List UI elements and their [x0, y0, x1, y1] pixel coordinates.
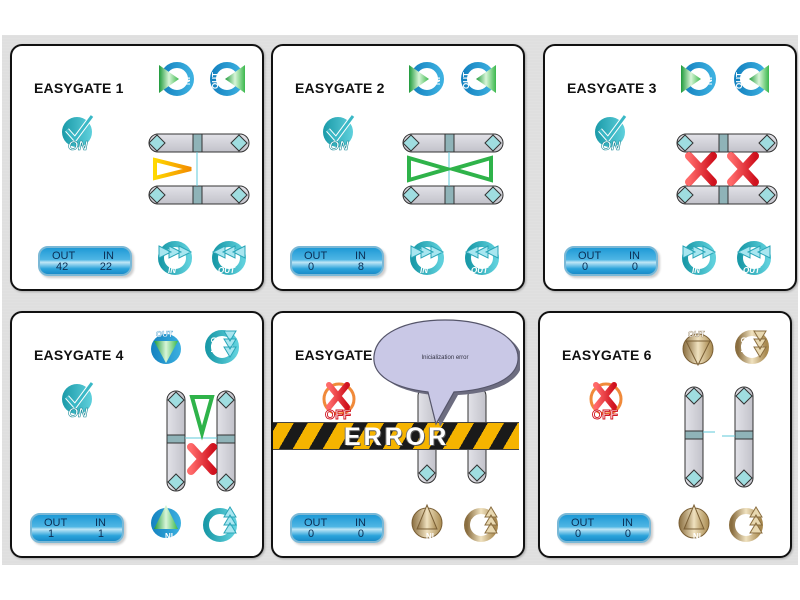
traffic-counter: OUT IN 0 0	[557, 513, 651, 543]
gate-vertical-diagram	[684, 386, 754, 488]
svg-text:IN: IN	[432, 77, 441, 85]
single-in-button[interactable]: IN	[155, 59, 195, 99]
traffic-counter: OUT IN 0 8	[290, 246, 384, 276]
red-x-both-icon	[685, 152, 759, 186]
svg-text:IN: IN	[692, 266, 700, 275]
traffic-counter: OUT IN 42 22	[38, 246, 132, 276]
single-out-button[interactable]: OUT	[146, 327, 186, 367]
gate-title: EASYGATE 3	[567, 80, 657, 96]
svg-text:OUT: OUT	[688, 330, 705, 339]
single-in-button[interactable]: IN	[677, 59, 717, 99]
gate-horizontal-diagram	[676, 133, 778, 205]
svg-text:OUT: OUT	[156, 330, 173, 339]
free-in-button[interactable]: IN	[202, 503, 242, 543]
in-count: 0	[624, 528, 631, 540]
gate-card-4: EASYGATE 4 ON OUT OUT OUT IN 1	[10, 311, 264, 558]
gate-card-1: EASYGATE 1 ON IN OUT OUT IN 42 22	[10, 44, 264, 291]
check-on-icon[interactable]: ON	[319, 110, 359, 154]
single-in-button[interactable]: IN	[146, 503, 186, 543]
svg-text:IN: IN	[469, 519, 478, 527]
in-count: 1	[97, 528, 104, 540]
svg-text:OUT: OUT	[739, 337, 748, 354]
svg-text:IN: IN	[420, 266, 428, 275]
x-off-icon[interactable]: OFF	[586, 377, 626, 421]
svg-text:ON: ON	[601, 138, 621, 153]
out-count: 0	[308, 528, 315, 540]
gate-card-2: EASYGATE 2 ON IN OUT OUT IN 0 8	[271, 44, 525, 291]
single-out-button[interactable]: OUT	[460, 59, 500, 99]
svg-text:OUT: OUT	[735, 72, 744, 89]
svg-text:OUT: OUT	[211, 72, 220, 89]
traffic-counter: OUT IN 1 1	[30, 513, 124, 543]
free-in-button[interactable]: IN	[407, 236, 447, 276]
free-in-button[interactable]: IN	[463, 503, 503, 543]
svg-text:ON: ON	[329, 138, 349, 153]
gate-title: EASYGATE 1	[34, 80, 124, 96]
single-in-button[interactable]: IN	[674, 503, 714, 543]
single-in-button[interactable]: IN	[405, 59, 445, 99]
single-out-button[interactable]: OUT	[209, 59, 249, 99]
gate-card-6: EASYGATE 6 OFF OUT OUT OUT IN 0 0 IN	[538, 311, 792, 558]
svg-text:IN: IN	[165, 531, 173, 540]
svg-text:ON: ON	[68, 405, 88, 420]
single-out-button[interactable]: OUT	[678, 327, 718, 367]
single-in-button[interactable]: IN	[407, 503, 447, 543]
red-x-icon	[187, 443, 217, 475]
in-count: 0	[357, 528, 364, 540]
error-speech-bubble	[373, 319, 520, 426]
yellow-arrow-right-icon	[153, 157, 192, 181]
free-in-button[interactable]: IN	[155, 236, 195, 276]
free-out-button[interactable]: OUT	[202, 327, 242, 367]
svg-text:IN: IN	[704, 77, 713, 85]
svg-text:OFF: OFF	[325, 407, 351, 421]
out-count: 42	[56, 261, 69, 273]
svg-text:OUT: OUT	[462, 72, 471, 89]
svg-text:OUT: OUT	[743, 266, 761, 275]
out-count: 0	[582, 261, 589, 273]
free-out-button[interactable]: OUT	[462, 236, 502, 276]
error-banner-text: ERROR	[344, 423, 450, 451]
free-out-button[interactable]: OUT	[209, 236, 249, 276]
svg-text:OUT: OUT	[471, 266, 489, 275]
check-on-icon[interactable]: ON	[591, 110, 631, 154]
svg-text:IN: IN	[168, 266, 176, 275]
svg-text:OUT: OUT	[209, 337, 218, 354]
svg-text:OFF: OFF	[592, 407, 618, 421]
error-banner	[273, 422, 519, 450]
svg-text:IN: IN	[208, 519, 217, 527]
x-off-icon[interactable]: OFF	[319, 377, 359, 421]
out-count: 0	[308, 261, 315, 273]
traffic-counter: OUT IN 0 0	[290, 513, 384, 543]
gate-title: EASYGATE 2	[295, 80, 385, 96]
check-on-icon[interactable]: ON	[58, 110, 98, 154]
out-count: 0	[575, 528, 582, 540]
traffic-counter: OUT IN 0 0	[564, 246, 658, 276]
in-count: 0	[631, 261, 638, 273]
error-message: Inicialization error	[421, 355, 469, 361]
gate-horizontal-diagram	[402, 133, 504, 205]
gate-title: EASYGATE 4	[34, 347, 124, 363]
svg-text:OUT: OUT	[218, 266, 236, 275]
gate-horizontal-diagram	[148, 133, 250, 205]
gate-card-3: EASYGATE 3 ON IN OUT OUT IN 0 0	[543, 44, 797, 291]
gate-title: EASYGATE 6	[562, 347, 652, 363]
in-count: 22	[99, 261, 112, 273]
free-out-button[interactable]: OUT	[734, 236, 774, 276]
svg-text:IN: IN	[426, 531, 434, 540]
free-out-button[interactable]: OUT	[732, 327, 772, 367]
free-in-button[interactable]: IN	[728, 503, 768, 543]
check-on-icon[interactable]: ON	[58, 377, 98, 421]
gate-vertical-diagram	[166, 390, 236, 492]
single-out-button[interactable]: OUT	[733, 59, 773, 99]
svg-text:IN: IN	[693, 531, 701, 540]
out-count: 1	[48, 528, 55, 540]
svg-text:IN: IN	[182, 77, 191, 85]
green-arrows-both-icon	[407, 155, 493, 183]
svg-text:ON: ON	[68, 138, 88, 153]
svg-text:IN: IN	[734, 519, 743, 527]
green-arrow-down-icon	[189, 395, 215, 441]
gate-title: EASYGATE 5	[295, 347, 385, 363]
free-in-button[interactable]: IN	[679, 236, 719, 276]
in-count: 8	[357, 261, 364, 273]
